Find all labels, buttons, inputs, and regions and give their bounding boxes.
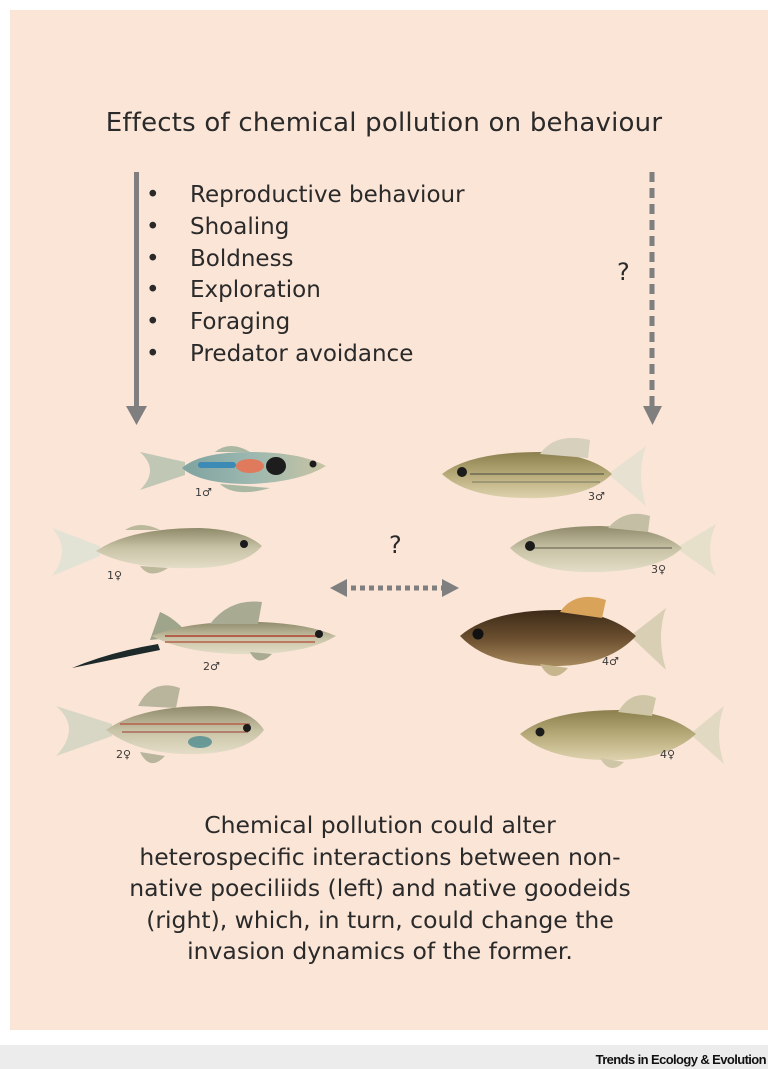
fish-label-1-male: 1♂ xyxy=(195,486,212,499)
fish-label-2-female: 2♀ xyxy=(116,748,131,761)
fish-4-male xyxy=(460,597,666,676)
fish-2-female xyxy=(56,685,264,763)
fish-label-2-male: 2♂ xyxy=(203,660,220,673)
fish-1-male xyxy=(140,446,326,492)
fish-4-female xyxy=(520,695,724,768)
fish-label-4-male: 4♂ xyxy=(602,655,619,668)
journal-name: Trends in Ecology & Evolution xyxy=(596,1052,766,1067)
fish-label-4-female: 4♀ xyxy=(660,748,675,761)
fish-3-male xyxy=(442,438,646,506)
figure-caption: Chemical pollution could alter heterospe… xyxy=(100,810,660,968)
fish-label-1-female: 1♀ xyxy=(107,569,122,582)
fish-3-female xyxy=(510,514,716,576)
fish-label-3-female: 3♀ xyxy=(651,563,666,576)
fish-2-male xyxy=(72,601,336,668)
fish-1-female xyxy=(52,525,262,576)
fish-label-3-male: 3♂ xyxy=(588,490,605,503)
